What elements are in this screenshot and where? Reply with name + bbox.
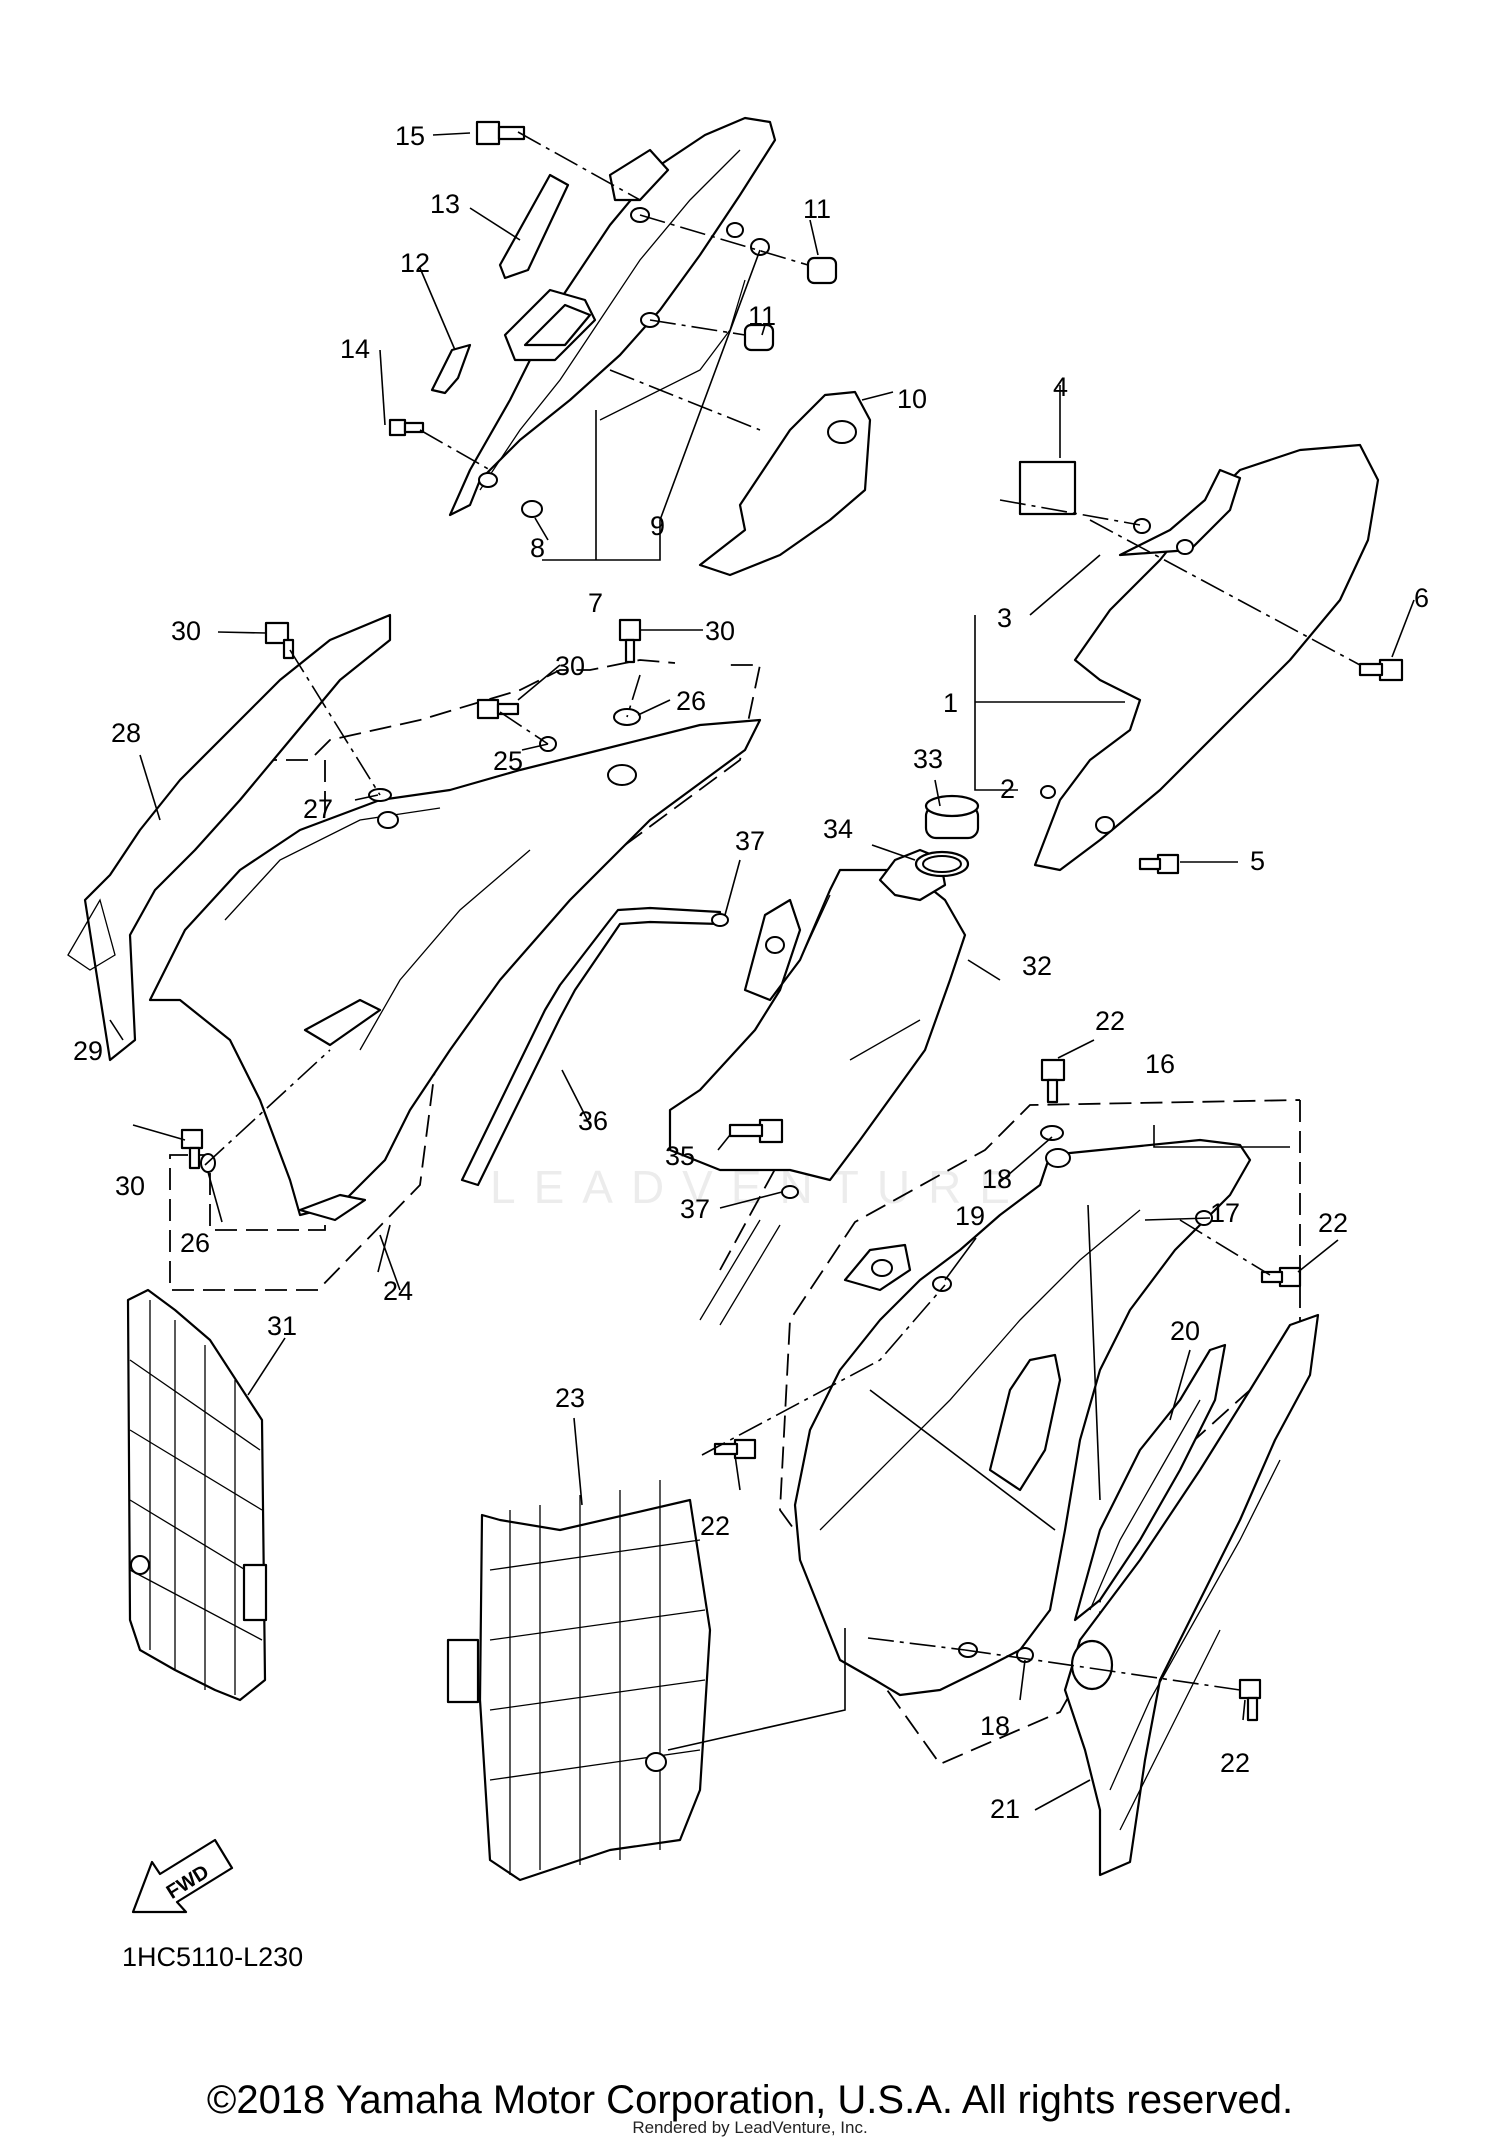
callout-30-right: 30 [555, 651, 585, 681]
decal-20 [1073, 1343, 1227, 1622]
strip-13 [498, 173, 570, 280]
pad-4 [1018, 460, 1077, 516]
fuel-tank-32 [668, 848, 967, 1182]
callout-12: 12 [400, 248, 430, 278]
callout-3: 3 [997, 603, 1012, 633]
grommet-11-lower [743, 323, 775, 352]
bolt-15 [475, 120, 526, 146]
strip-12 [430, 343, 472, 395]
diagram-code: 1HC5110-L230 [122, 1942, 304, 1972]
callout-27: 27 [303, 794, 333, 824]
bolt-35 [728, 1118, 784, 1144]
group-box-24 [169, 664, 762, 1291]
callout-35: 35 [665, 1141, 695, 1171]
callout-2: 2 [1000, 774, 1015, 804]
callout-22-top: 22 [1095, 1006, 1125, 1036]
callout-17: 17 [1210, 1198, 1240, 1228]
callout-11-lower: 11 [748, 301, 776, 331]
callout-5: 5 [1250, 846, 1265, 876]
callout-28: 28 [111, 718, 141, 748]
renderer-credit: Rendered by LeadVenture, Inc. [632, 2118, 868, 2137]
copyright-notice: ©2018 Yamaha Motor Corporation, U.S.A. A… [206, 2078, 1294, 2122]
callout-30-left: 30 [115, 1171, 145, 1201]
callout-20: 20 [1170, 1316, 1200, 1346]
callout-6: 6 [1414, 583, 1429, 613]
forward-arrow-icon: FWD [131, 1838, 234, 1914]
callout-32: 32 [1022, 951, 1052, 981]
washer-18-top [1040, 1125, 1064, 1141]
callout-24: 24 [383, 1276, 413, 1306]
callout-13: 13 [430, 189, 460, 219]
radiator-cover-24 [148, 718, 762, 1222]
bolt-30-mid [618, 618, 642, 664]
callout-19: 19 [955, 1201, 985, 1231]
callout-9: 9 [650, 511, 665, 541]
callout-14: 14 [340, 334, 370, 364]
callout-23: 23 [555, 1383, 585, 1413]
clip-37-top [711, 913, 729, 927]
bolt-14 [388, 418, 425, 437]
callout-8: 8 [530, 533, 545, 563]
callout-18-bottom: 18 [980, 1711, 1010, 1741]
callout-10: 10 [897, 384, 927, 414]
callout-30-mid: 30 [705, 616, 735, 646]
yamaha-emblem [1070, 1639, 1114, 1691]
radiator-guard-23 [446, 1480, 712, 1882]
side-cover-1 [1033, 443, 1380, 872]
callout-36: 36 [578, 1106, 608, 1136]
callout-31: 31 [267, 1311, 297, 1341]
callout-26-bottom: 26 [180, 1228, 210, 1258]
callout-30-top: 30 [171, 616, 201, 646]
callout-29: 29 [73, 1036, 103, 1066]
callout-21: 21 [990, 1794, 1020, 1824]
callout-37-bottom: 37 [680, 1194, 710, 1224]
callout-11-upper: 11 [803, 194, 831, 224]
washer-9 [750, 238, 770, 256]
callout-4: 4 [1053, 372, 1068, 402]
bolt-30-left [180, 1128, 204, 1170]
bolt-30-right [476, 698, 520, 720]
callout-1: 1 [943, 688, 958, 718]
bolt-22-top [1040, 1058, 1066, 1104]
radiator-guard-31 [126, 1288, 268, 1702]
decal-21 [1063, 1313, 1320, 1877]
callout-18-top: 18 [982, 1164, 1012, 1194]
bolt-22-left [713, 1438, 757, 1460]
grommet-11-upper [806, 256, 838, 285]
tank-cap-33 [924, 794, 980, 840]
washer-8 [521, 500, 543, 518]
clip-37-bottom [781, 1185, 799, 1199]
plate-10 [698, 390, 872, 577]
callout-25: 25 [493, 746, 523, 776]
callout-22-left: 22 [700, 1511, 730, 1541]
callout-33: 33 [913, 744, 943, 774]
side-cover-upper [448, 116, 777, 517]
callout-34: 34 [823, 814, 853, 844]
callout-37-top: 37 [735, 826, 765, 856]
bolt-30-top [264, 621, 295, 660]
callout-7: 7 [588, 588, 603, 618]
shroud-decal-28 [83, 613, 392, 1062]
callout-22-bottom: 22 [1220, 1748, 1250, 1778]
washer-19 [932, 1276, 952, 1292]
bolt-6 [1358, 658, 1404, 682]
bolt-22-right [1260, 1266, 1302, 1288]
callout-15: 15 [395, 121, 425, 151]
bolt-5 [1138, 853, 1180, 875]
bolt-22-bottom [1238, 1678, 1262, 1722]
callout-16: 16 [1145, 1049, 1175, 1079]
callout-22-right: 22 [1318, 1208, 1348, 1238]
callout-26-top: 26 [676, 686, 706, 716]
radiator-cover-16 [793, 1138, 1252, 1697]
